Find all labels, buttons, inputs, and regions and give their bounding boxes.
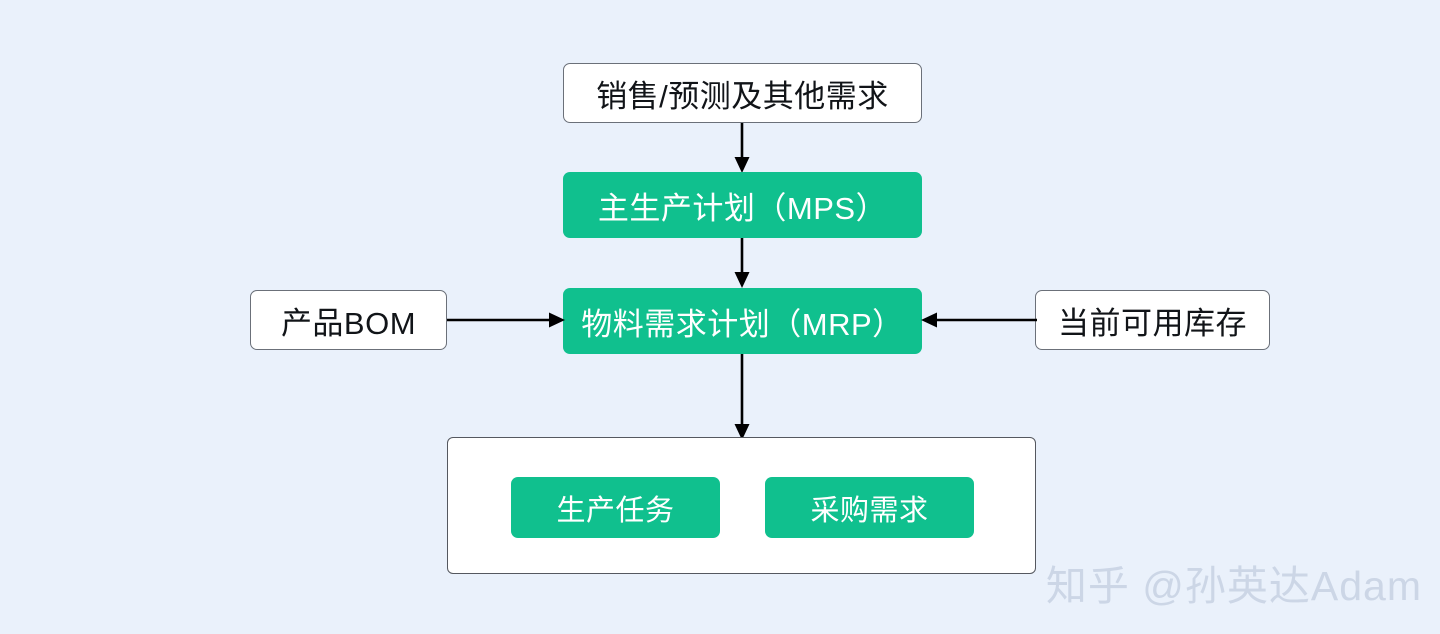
node-demand-label: 销售/预测及其他需求 bbox=[596, 78, 889, 114]
node-demand: 销售/预测及其他需求 bbox=[563, 63, 922, 123]
connector-bom-to-mrp bbox=[447, 312, 565, 328]
node-mrp-label: 物料需求计划（MRP） bbox=[581, 306, 904, 342]
node-purchase-demand: 采购需求 bbox=[765, 477, 974, 538]
connector-demand-to-mps bbox=[734, 123, 750, 173]
watermark: 知乎 @孙英达Adam bbox=[1045, 563, 1422, 609]
node-bom: 产品BOM bbox=[250, 290, 447, 350]
node-mps-label: 主生产计划（MPS） bbox=[597, 190, 888, 226]
node-mrp: 物料需求计划（MRP） bbox=[563, 288, 922, 354]
node-inventory: 当前可用库存 bbox=[1035, 290, 1270, 350]
node-production-task-label: 生产任务 bbox=[556, 494, 675, 527]
node-inventory-label: 当前可用库存 bbox=[1058, 305, 1247, 341]
node-bom-label: 产品BOM bbox=[280, 305, 417, 341]
node-mps: 主生产计划（MPS） bbox=[563, 172, 922, 238]
node-purchase-demand-label: 采购需求 bbox=[810, 494, 929, 527]
connector-mps-to-mrp bbox=[734, 238, 750, 288]
node-production-task: 生产任务 bbox=[511, 477, 720, 538]
connector-inventory-to-mrp bbox=[921, 312, 1037, 328]
connector-mrp-to-outputs bbox=[734, 354, 750, 440]
